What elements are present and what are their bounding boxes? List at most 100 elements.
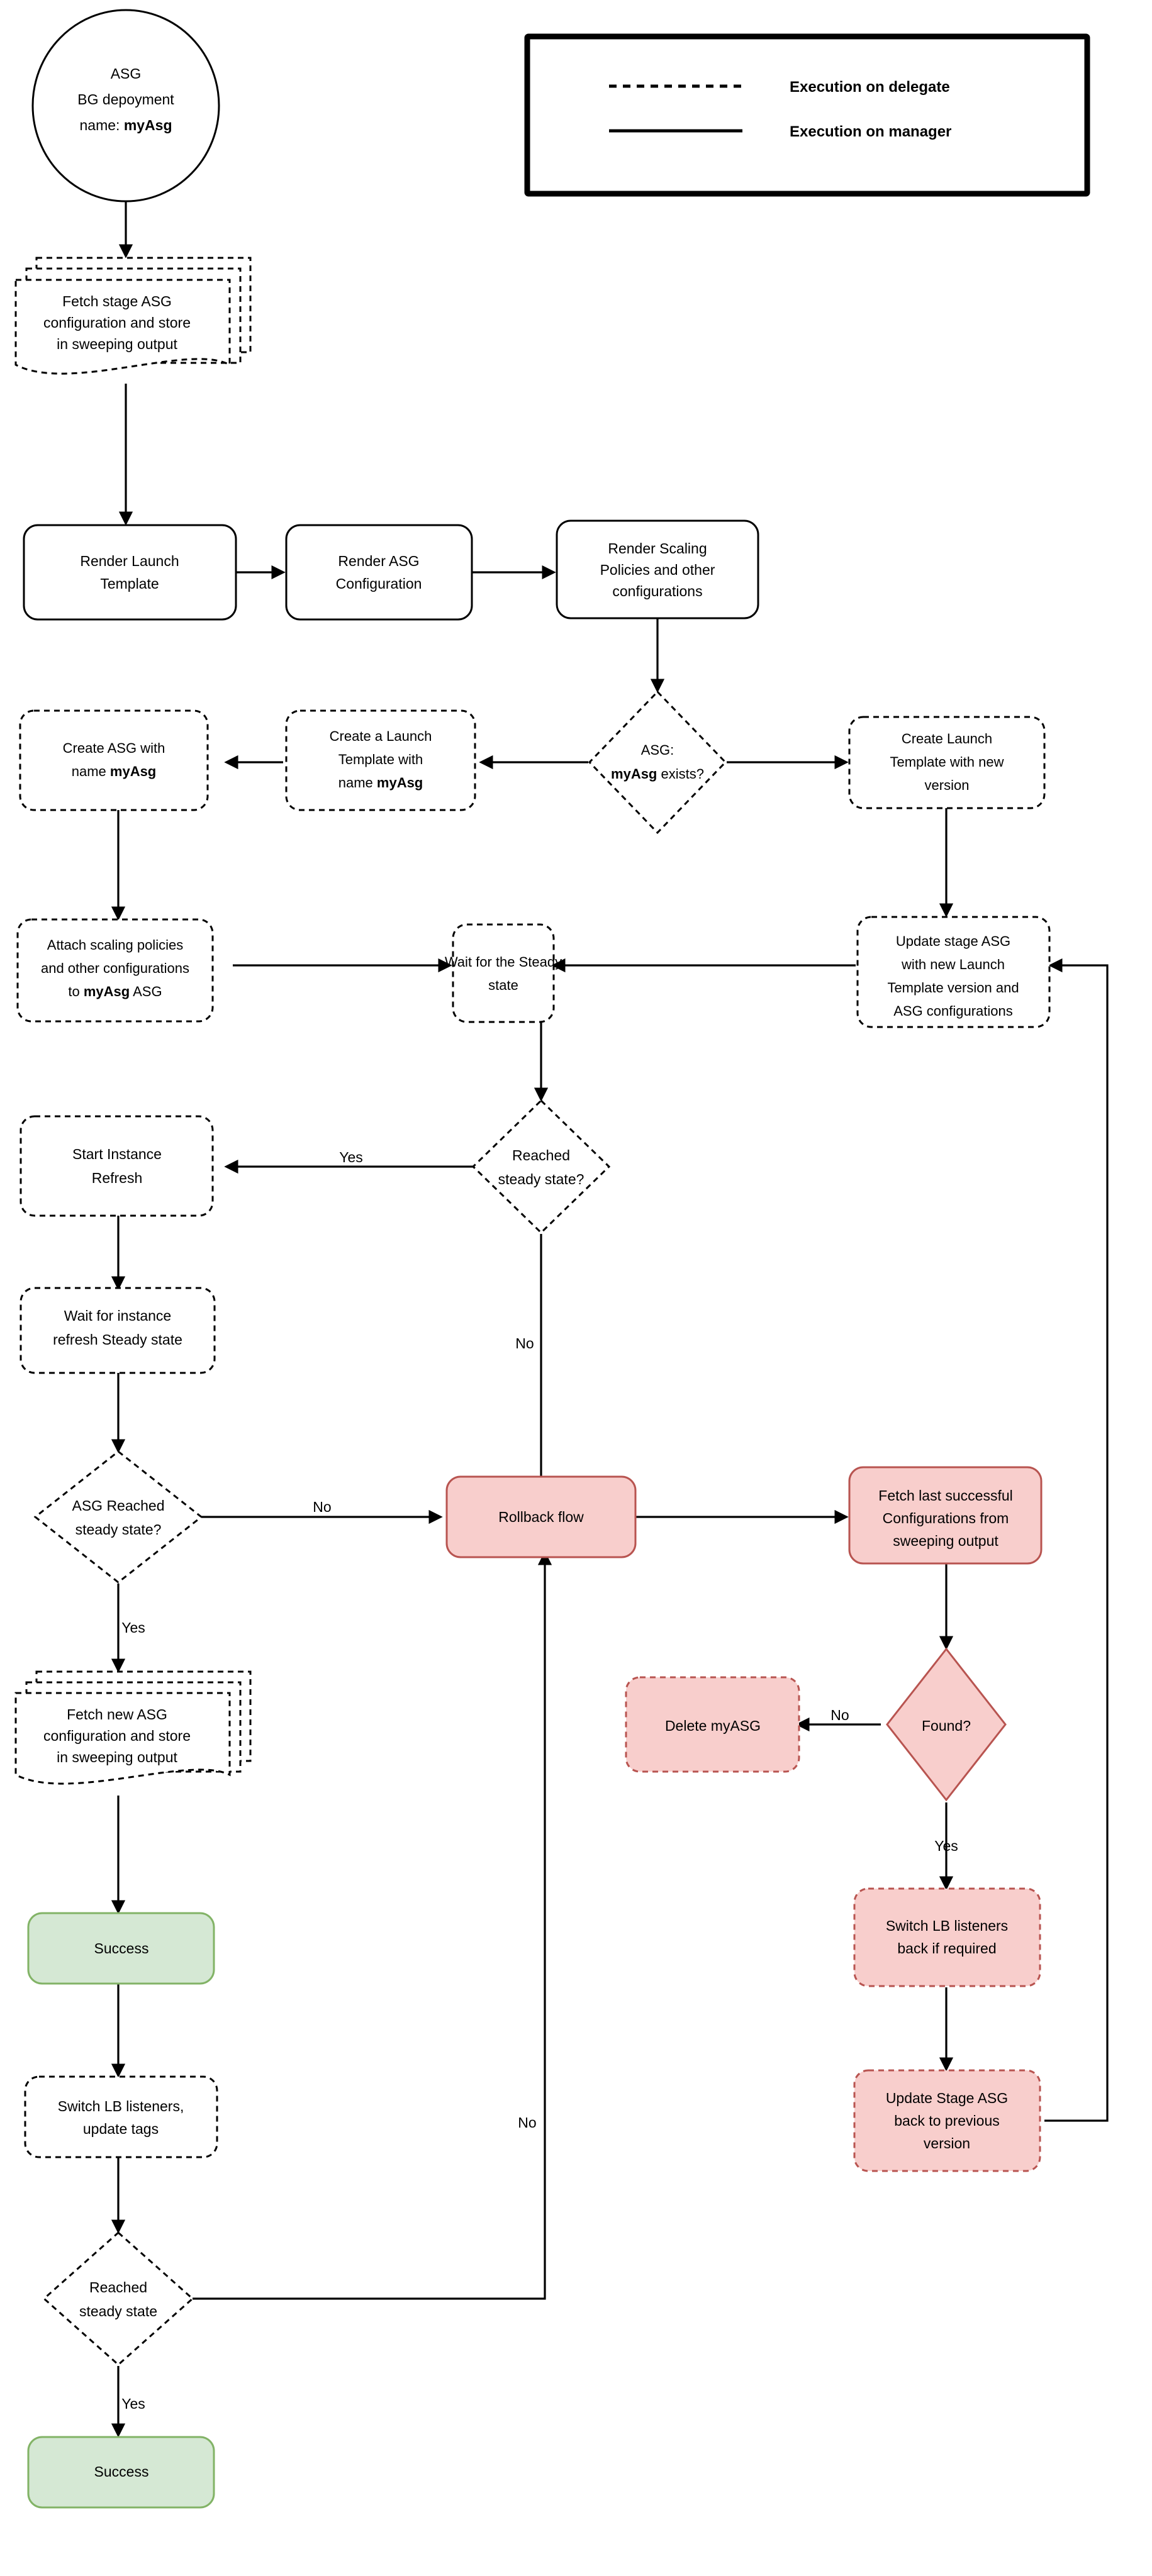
- fetch-stage-line2: configuration and store: [43, 314, 191, 331]
- node-render-asg-config[interactable]: Render ASG Configuration: [285, 524, 473, 621]
- node-asg-exists-decision[interactable]: ASG: myAsg exists?: [588, 690, 727, 835]
- create-lt-new-line2: Template with new: [890, 754, 1004, 770]
- node-update-stage-asg[interactable]: Update stage ASG with new Launch Templat…: [856, 916, 1051, 1028]
- legend: Execution on delegate Execution on manag…: [524, 33, 1090, 197]
- final-steady-line1: Reached: [89, 2279, 147, 2296]
- update-stage-line3: Template version and: [887, 980, 1019, 996]
- node-start-instance-refresh[interactable]: Start Instance Refresh: [20, 1115, 214, 1217]
- success-final-label: Success: [94, 2463, 149, 2480]
- node-asg-reached-steady-decision[interactable]: ASG Reached steady state?: [33, 1450, 203, 1584]
- fetch-new-line1: Fetch new ASG: [67, 1706, 167, 1723]
- node-success-final[interactable]: Success: [27, 2436, 215, 2509]
- render-scaling-line2: Policies and other: [600, 562, 715, 578]
- create-lt-myasg-prefix: name: [338, 775, 377, 791]
- edge-label-final-steady-no: No: [518, 2114, 536, 2131]
- fetch-stage-line1: Fetch stage ASG: [62, 293, 172, 309]
- switch-lb-tags-line2: update tags: [83, 2121, 159, 2137]
- render-scaling-line1: Render Scaling: [608, 540, 707, 557]
- node-fetch-stage-config[interactable]: Fetch stage ASG configuration and store …: [14, 257, 252, 375]
- node-rollback-flow[interactable]: Rollback flow: [445, 1475, 637, 1558]
- rollback-flow-rect: [445, 1475, 637, 1558]
- asg-reached-line2: steady state?: [75, 1521, 162, 1538]
- node-create-launch-template-myasg[interactable]: Create a Launch Template with name myAsg: [285, 709, 476, 811]
- asg-exists-rest: exists?: [657, 766, 704, 782]
- update-stage-back-rect: [853, 2069, 1041, 2172]
- fetch-last-line3: sweeping output: [893, 1533, 998, 1549]
- render-scaling-line3: configurations: [612, 583, 702, 599]
- found-diamond: [886, 1647, 1007, 1802]
- attach-suffix: ASG: [130, 984, 162, 999]
- create-lt-myasg-line2: Template with: [338, 752, 423, 767]
- node-switch-lb-back[interactable]: Switch LB listeners back if required: [853, 1887, 1041, 1987]
- wait-steady-line2: state: [488, 977, 518, 993]
- render-lt-line1: Render Launch: [80, 553, 179, 569]
- update-stage-line1: Update stage ASG: [896, 933, 1010, 949]
- reached-steady-line1: Reached: [512, 1147, 570, 1163]
- final-steady-line2: steady state: [79, 2303, 157, 2319]
- attach-line1: Attach scaling policies: [47, 937, 183, 953]
- node-render-scaling-policies[interactable]: Render Scaling Policies and other config…: [556, 519, 759, 619]
- asg-exists-diamond: [588, 690, 727, 835]
- node-start[interactable]: ASG BG depoyment name: myAsg: [31, 9, 220, 203]
- render-asg-line2: Configuration: [336, 575, 422, 592]
- legend-label-manager: Execution on manager: [790, 123, 951, 140]
- update-stage-asg-rect: [856, 916, 1051, 1028]
- fetch-last-line1: Fetch last successful: [878, 1487, 1012, 1504]
- node-render-launch-template[interactable]: Render Launch Template: [23, 524, 237, 621]
- asg-exists-bold: myAsg: [611, 766, 657, 782]
- attach-bold: myAsg: [84, 984, 130, 999]
- fetch-new-line2: configuration and store: [43, 1728, 191, 1744]
- wait-refresh-line1: Wait for instance: [64, 1307, 171, 1324]
- switch-lb-update-tags-rect: [24, 2075, 218, 2158]
- wait-steady-rect: [452, 923, 555, 1023]
- fetch-new-doc-front: [14, 1692, 231, 1785]
- node-fetch-last-successful[interactable]: Fetch last successful Configurations fro…: [848, 1466, 1043, 1565]
- delete-myasg-rect: [625, 1676, 800, 1773]
- reached-steady-line2: steady state?: [498, 1171, 584, 1187]
- node-attach-scaling-policies[interactable]: Attach scaling policies and other config…: [16, 918, 214, 1023]
- node-found-decision[interactable]: Found?: [886, 1647, 1007, 1802]
- update-back-line1: Update Stage ASG: [886, 2090, 1008, 2106]
- node-create-launch-template-new-version[interactable]: Create Launch Template with new version: [848, 716, 1046, 809]
- reached-steady-diamond: [471, 1099, 611, 1235]
- edge-label-reached-steady-yes: Yes: [339, 1149, 363, 1165]
- node-fetch-new-asg-config[interactable]: Fetch new ASG configuration and store in…: [14, 1670, 252, 1785]
- wait-steady-line1: Wait for the Steady: [445, 954, 562, 970]
- node-create-asg-myasg[interactable]: Create ASG with name myAsg: [19, 709, 209, 811]
- asg-reached-line1: ASG Reached: [72, 1497, 164, 1514]
- update-stage-line4: ASG configurations: [893, 1003, 1013, 1019]
- render-asg-line1: Render ASG: [338, 553, 419, 569]
- edge-label-reached-steady-no: No: [515, 1335, 534, 1352]
- fetch-new-line3: in sweeping output: [57, 1749, 177, 1765]
- node-wait-instance-refresh[interactable]: Wait for instance refresh Steady state: [20, 1287, 216, 1374]
- found-label: Found?: [922, 1718, 971, 1734]
- create-lt-myasg-line1: Create a Launch: [330, 728, 432, 744]
- node-delete-myasg[interactable]: Delete myASG: [625, 1676, 800, 1773]
- create-asg-myasg-line2: name myAsg: [72, 763, 157, 779]
- fetch-stage-doc-front: [14, 279, 231, 375]
- start-line3: name: myAsg: [79, 117, 172, 133]
- node-reached-steady-state-final[interactable]: Reached steady state: [42, 2231, 194, 2367]
- node-reached-steady-state-decision[interactable]: Reached steady state?: [471, 1099, 611, 1235]
- start-instance-refresh-rect: [20, 1115, 214, 1217]
- start-refresh-line2: Refresh: [92, 1170, 143, 1186]
- create-asg-myasg-line1: Create ASG with: [63, 740, 165, 756]
- attach-prefix: to: [68, 984, 83, 999]
- delete-myasg-label: Delete myASG: [665, 1718, 761, 1734]
- fetch-stage-line3: in sweeping output: [57, 336, 177, 352]
- attach-line2: and other configurations: [41, 960, 189, 976]
- node-success-mid[interactable]: Success: [27, 1912, 215, 1985]
- node-switch-lb-update-tags[interactable]: Switch LB listeners, update tags: [24, 2075, 218, 2158]
- success-mid-label: Success: [94, 1940, 149, 1957]
- node-wait-steady-state[interactable]: Wait for the Steady state: [445, 923, 562, 1023]
- edge-update-back-to-update-stage-loop: [1044, 958, 1109, 2122]
- node-update-stage-asg-back[interactable]: Update Stage ASG back to previous versio…: [853, 2069, 1041, 2172]
- legend-box: [524, 33, 1090, 197]
- start-line1: ASG: [111, 65, 142, 82]
- success-final-rect: [27, 2436, 215, 2509]
- render-lt-line2: Template: [100, 575, 159, 592]
- switch-lb-back-rect: [853, 1887, 1041, 1987]
- fetch-last-line2: Configurations from: [883, 1510, 1009, 1526]
- start-line3-bold: myAsg: [124, 117, 172, 133]
- render-launch-template-rect: [23, 524, 237, 621]
